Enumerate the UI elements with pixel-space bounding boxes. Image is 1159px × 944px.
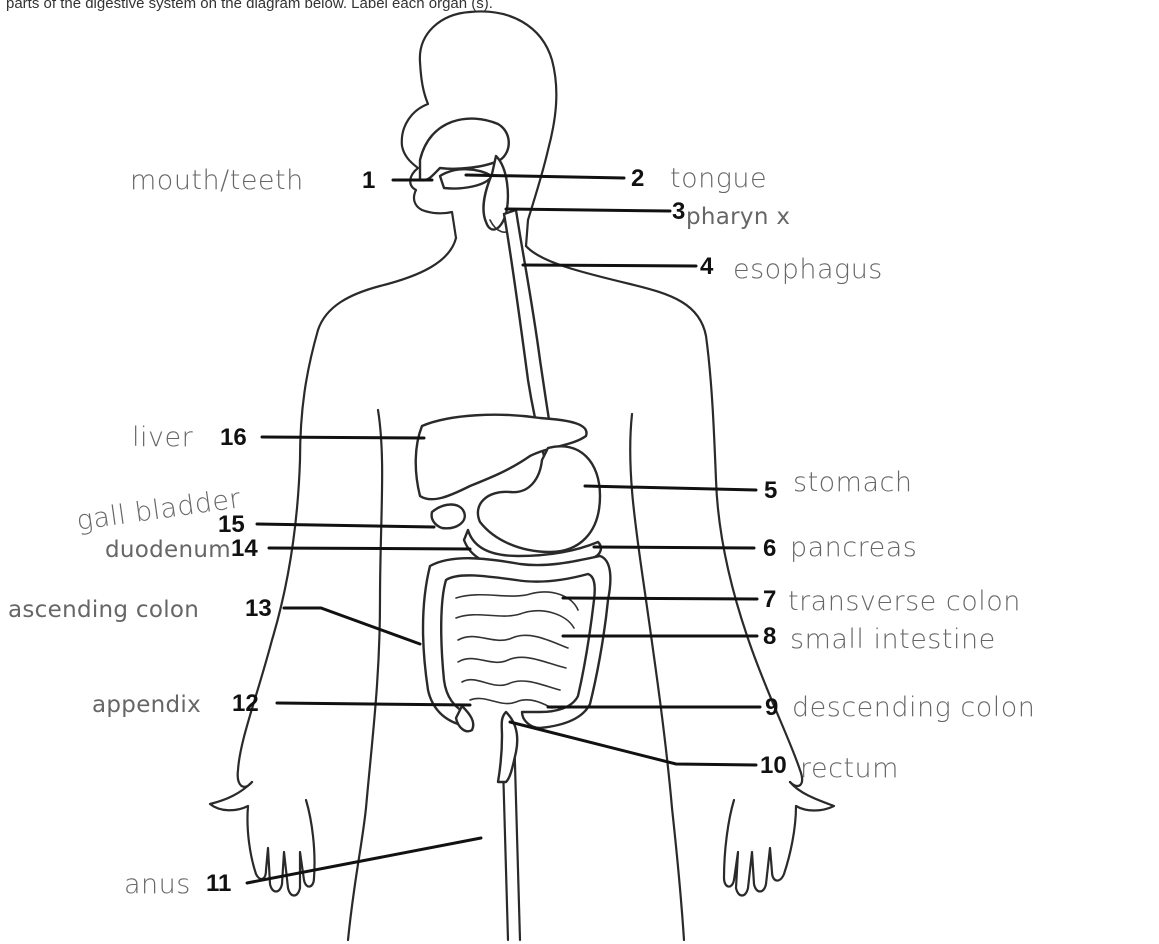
label-name-13: ascending colon bbox=[8, 597, 199, 623]
leader-5 bbox=[585, 486, 756, 490]
label-name-10: rectum bbox=[800, 753, 899, 784]
leader-14 bbox=[269, 548, 470, 549]
leader-13 bbox=[284, 608, 420, 644]
label-name-2: tongue bbox=[670, 163, 767, 194]
leader-7 bbox=[563, 598, 757, 599]
label-name-12: appendix bbox=[92, 692, 201, 718]
label-number-11: 11 bbox=[206, 870, 231, 897]
leader-11 bbox=[247, 838, 481, 883]
label-number-5: 5 bbox=[764, 477, 777, 504]
label-name-14: duodenum bbox=[105, 537, 231, 563]
label-number-7: 7 bbox=[763, 586, 776, 613]
digestive-organs bbox=[416, 119, 611, 782]
label-number-6: 6 bbox=[763, 535, 776, 562]
label-name-4: esophagus bbox=[733, 254, 883, 285]
leader-3 bbox=[506, 209, 670, 211]
leader-16 bbox=[262, 437, 424, 438]
leader-6 bbox=[594, 547, 754, 548]
label-name-8: small intestine bbox=[790, 624, 996, 655]
label-number-12: 12 bbox=[232, 690, 259, 717]
label-number-9: 9 bbox=[765, 694, 778, 721]
label-name-16: liver bbox=[132, 422, 194, 453]
label-name-6: pancreas bbox=[790, 532, 917, 563]
label-number-14: 14 bbox=[231, 535, 258, 562]
leader-12 bbox=[277, 703, 470, 705]
label-number-3: 3 bbox=[672, 198, 685, 225]
label-name-1: mouth/teeth bbox=[130, 165, 304, 196]
body-outline bbox=[210, 11, 834, 940]
label-name-5: stomach bbox=[793, 467, 912, 498]
leader-4 bbox=[523, 265, 696, 266]
label-name-3: pharyn x bbox=[686, 204, 790, 230]
label-number-2: 2 bbox=[631, 165, 644, 192]
label-number-8: 8 bbox=[763, 623, 776, 650]
label-number-1: 1 bbox=[362, 167, 375, 194]
leader-15 bbox=[257, 524, 434, 527]
label-number-13: 13 bbox=[245, 595, 272, 622]
leader-10 bbox=[510, 722, 756, 765]
label-name-7: transverse colon bbox=[788, 586, 1021, 617]
label-name-9: descending colon bbox=[792, 692, 1035, 723]
header-text: parts of the digestive system on the dia… bbox=[6, 0, 493, 12]
label-number-16: 16 bbox=[220, 424, 247, 451]
label-number-10: 10 bbox=[760, 752, 787, 779]
label-number-4: 4 bbox=[700, 253, 714, 280]
label-name-11: anus bbox=[124, 869, 191, 900]
